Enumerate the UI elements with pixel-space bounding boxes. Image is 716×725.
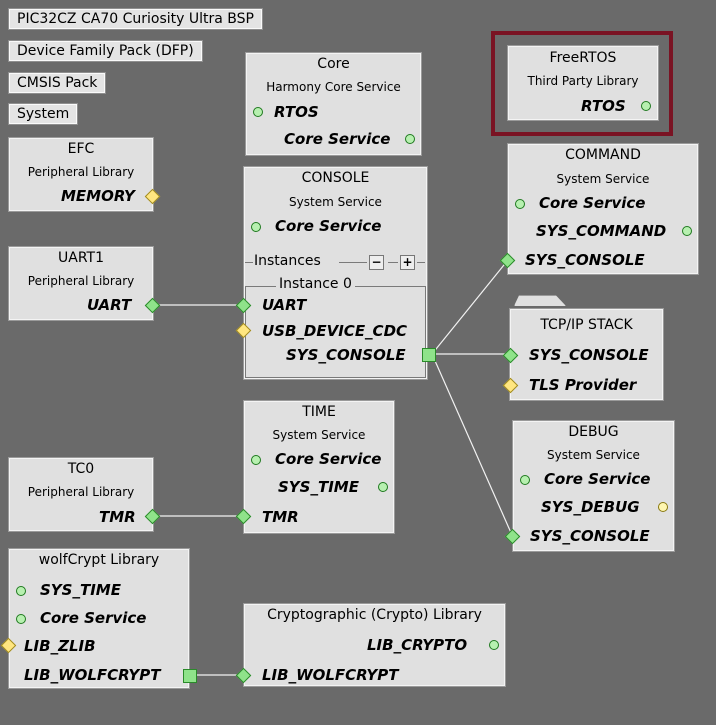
core-component[interactable]: Core Harmony Core Service RTOS Core Serv…: [245, 52, 422, 156]
console-core-service-label: Core Service: [275, 217, 382, 235]
efc-component[interactable]: EFC Peripheral Library MEMORY: [8, 137, 154, 212]
tc0-title: TC0: [67, 461, 95, 477]
freertos-rtos-connector[interactable]: [641, 101, 651, 111]
command-title: COMMAND: [565, 147, 641, 163]
time-sys-time-label: SYS_TIME: [278, 478, 359, 496]
console-title: CONSOLE: [301, 170, 370, 186]
instances-label: Instances: [254, 253, 321, 269]
selection-highlight: [491, 31, 673, 136]
wolfcrypt-core-service-label: Core Service: [40, 609, 147, 627]
core-rtos-label: RTOS: [274, 103, 319, 121]
tcpip-sys-console-label: SYS_CONSOLE: [529, 346, 649, 364]
command-core-service-label: Core Service: [539, 194, 646, 212]
tcpip-folder-tab: [514, 295, 566, 306]
crypto-lib-wolfcrypt-label: LIB_WOLFCRYPT: [262, 666, 399, 684]
freertos-rtos-label: RTOS: [581, 97, 626, 115]
debug-core-service-label: Core Service: [544, 470, 651, 488]
uart1-title: UART1: [58, 250, 104, 266]
command-component[interactable]: COMMAND System Service Core Service SYS_…: [507, 143, 699, 275]
time-core-service-connector[interactable]: [251, 455, 261, 465]
console-uart-label: UART: [262, 296, 307, 314]
core-title: Core: [317, 56, 350, 72]
remove-instance-button[interactable]: −: [369, 255, 384, 270]
time-core-service-label: Core Service: [275, 450, 382, 468]
console-sys-console-label: SYS_CONSOLE: [286, 346, 406, 364]
time-tmr-label: TMR: [262, 508, 299, 526]
instances-line-right: [417, 262, 425, 263]
efc-memory-label: MEMORY: [61, 187, 135, 205]
freertos-title: FreeRTOS: [549, 50, 617, 66]
console-sys-console-connector[interactable]: [422, 348, 436, 362]
tc0-subtitle: Peripheral Library: [27, 485, 135, 499]
debug-component[interactable]: DEBUG System Service Core Service SYS_DE…: [512, 420, 675, 552]
wolfcrypt-lib-wolfcrypt-label: LIB_WOLFCRYPT: [24, 666, 161, 684]
instances-line-mid: [339, 262, 367, 263]
uart1-component[interactable]: UART1 Peripheral Library UART: [8, 246, 154, 321]
tcpip-title: TCP/IP STACK: [540, 317, 633, 333]
console-component[interactable]: CONSOLE System Service Core Service Inst…: [243, 166, 428, 380]
wolfcrypt-lib-wolfcrypt-connector[interactable]: [183, 669, 197, 683]
console-core-service-connector[interactable]: [251, 222, 261, 232]
uart1-subtitle: Peripheral Library: [27, 274, 135, 288]
command-sys-console-label: SYS_CONSOLE: [525, 251, 645, 269]
debug-core-service-connector[interactable]: [520, 475, 530, 485]
wolfcrypt-lib-zlib-label: LIB_ZLIB: [24, 637, 96, 655]
console-subtitle: System Service: [289, 195, 382, 209]
instances-line-between: [388, 262, 398, 263]
debug-title: DEBUG: [568, 424, 619, 440]
instance-0-label: Instance 0: [276, 276, 355, 292]
wolfcrypt-sys-time-connector[interactable]: [16, 586, 26, 596]
tab-dfp[interactable]: Device Family Pack (DFP): [8, 40, 203, 62]
uart1-uart-label: UART: [87, 296, 132, 314]
time-component[interactable]: TIME System Service Core Service SYS_TIM…: [243, 400, 395, 534]
tab-cmsis-pack[interactable]: CMSIS Pack: [8, 72, 107, 94]
debug-sys-console-label: SYS_CONSOLE: [530, 527, 650, 545]
debug-sys-debug-label: SYS_DEBUG: [541, 498, 640, 516]
time-title: TIME: [302, 404, 336, 420]
tab-system[interactable]: System: [8, 103, 79, 125]
core-rtos-connector[interactable]: [253, 107, 263, 117]
core-service-connector[interactable]: [405, 134, 415, 144]
efc-title: EFC: [67, 141, 95, 157]
wolfcrypt-title: wolfCrypt Library: [38, 552, 160, 568]
tcpip-component[interactable]: TCP/IP STACK SYS_CONSOLE TLS Provider: [509, 308, 664, 401]
freertos-component[interactable]: FreeRTOS Third Party Library RTOS: [507, 45, 659, 121]
tc0-component[interactable]: TC0 Peripheral Library TMR: [8, 457, 154, 532]
instances-line-left: [245, 262, 253, 263]
console-usb-label: USB_DEVICE_CDC: [262, 322, 408, 340]
wolfcrypt-core-service-connector[interactable]: [16, 614, 26, 624]
efc-subtitle: Peripheral Library: [27, 165, 135, 179]
debug-sys-debug-connector[interactable]: [658, 502, 668, 512]
command-subtitle: System Service: [556, 172, 650, 186]
crypto-title: Cryptographic (Crypto) Library: [267, 607, 482, 623]
tc0-tmr-label: TMR: [99, 508, 136, 526]
time-sys-time-connector[interactable]: [378, 482, 388, 492]
crypto-lib-crypto-label: LIB_CRYPTO: [367, 636, 468, 654]
crypto-lib-crypto-connector[interactable]: [489, 640, 499, 650]
core-service-label: Core Service: [284, 130, 391, 148]
add-instance-button[interactable]: +: [400, 255, 415, 270]
tab-bsp[interactable]: PIC32CZ CA70 Curiosity Ultra BSP: [8, 8, 263, 30]
freertos-subtitle: Third Party Library: [527, 74, 639, 88]
wolfcrypt-component[interactable]: wolfCrypt Library SYS_TIME Core Service …: [8, 548, 190, 689]
debug-subtitle: System Service: [547, 448, 640, 462]
command-sys-command-connector[interactable]: [682, 226, 692, 236]
wolfcrypt-sys-time-label: SYS_TIME: [40, 581, 121, 599]
core-subtitle: Harmony Core Service: [266, 80, 401, 94]
command-core-service-connector[interactable]: [515, 199, 525, 209]
command-sys-command-label: SYS_COMMAND: [536, 222, 667, 240]
crypto-component[interactable]: Cryptographic (Crypto) Library LIB_CRYPT…: [243, 603, 506, 687]
time-subtitle: System Service: [272, 428, 366, 442]
tcpip-tls-label: TLS Provider: [529, 376, 637, 394]
